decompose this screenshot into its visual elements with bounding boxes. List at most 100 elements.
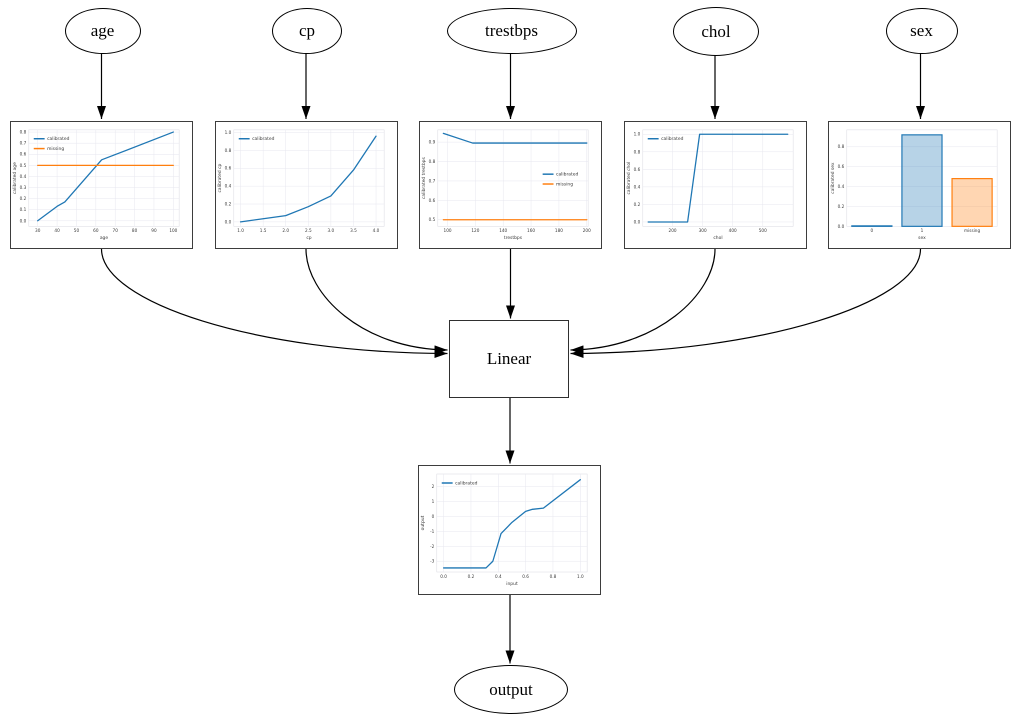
svg-text:0.0: 0.0 — [633, 219, 640, 224]
node-sex: sex — [885, 8, 958, 54]
svg-text:140: 140 — [499, 228, 507, 233]
node-output: output — [454, 665, 568, 714]
svg-text:1.5: 1.5 — [259, 228, 266, 233]
age-series-calibrated — [37, 131, 174, 222]
node-age: age — [64, 8, 141, 54]
node-trestbps-label: trestbps — [485, 21, 538, 40]
edge-age-linear — [100, 248, 448, 358]
svg-text:1: 1 — [432, 499, 435, 504]
svg-text:30: 30 — [35, 228, 41, 233]
trestbps-series-calibrated — [442, 132, 588, 144]
svg-text:0.2: 0.2 — [633, 202, 640, 207]
svg-text:age: age — [100, 236, 109, 241]
svg-text:100: 100 — [169, 228, 177, 233]
svg-text:90: 90 — [151, 228, 157, 233]
svg-text:missing: missing — [47, 146, 64, 152]
node-sex-label: sex — [910, 21, 933, 40]
cp-series-calibrated — [239, 135, 377, 223]
svg-text:0.0: 0.0 — [224, 219, 231, 224]
svg-text:0.6: 0.6 — [633, 167, 640, 172]
svg-text:-1: -1 — [430, 529, 434, 534]
svg-text:calibrated trestbps: calibrated trestbps — [421, 157, 427, 199]
svg-text:calibrated: calibrated — [47, 136, 70, 142]
edge-chol-linear — [570, 248, 716, 355]
svg-text:2.5: 2.5 — [304, 228, 311, 233]
svg-text:calibrated: calibrated — [661, 136, 684, 142]
svg-text:300: 300 — [698, 228, 706, 233]
svg-text:200: 200 — [583, 228, 591, 233]
svg-text:120: 120 — [471, 228, 479, 233]
edge-sex-linear — [570, 248, 922, 358]
svg-text:0.6: 0.6 — [224, 166, 231, 171]
svg-text:2.0: 2.0 — [282, 228, 289, 233]
svg-text:500: 500 — [758, 228, 766, 233]
svg-text:50: 50 — [74, 228, 80, 233]
svg-text:0.3: 0.3 — [20, 185, 27, 190]
svg-text:180: 180 — [555, 228, 563, 233]
svg-text:0.4: 0.4 — [495, 574, 502, 579]
svg-text:0.6: 0.6 — [429, 198, 436, 203]
svg-text:70: 70 — [113, 228, 119, 233]
svg-text:0.2: 0.2 — [838, 204, 845, 209]
svg-text:calibrated chol: calibrated chol — [625, 162, 631, 195]
svg-text:0: 0 — [871, 228, 874, 233]
svg-text:calibrated: calibrated — [455, 480, 477, 486]
node-chol-label: chol — [701, 21, 731, 41]
svg-text:chol: chol — [713, 235, 722, 241]
svg-text:calibrated cp: calibrated cp — [216, 163, 222, 192]
svg-text:missing: missing — [964, 228, 980, 233]
svg-text:calibrated: calibrated — [556, 172, 579, 178]
node-trestbps: trestbps — [446, 8, 577, 54]
svg-text:0.4: 0.4 — [224, 184, 231, 189]
svg-text:sex: sex — [918, 236, 926, 241]
node-age-label: age — [90, 21, 115, 40]
svg-text:0.8: 0.8 — [20, 130, 27, 135]
svg-text:1.0: 1.0 — [633, 132, 640, 137]
svg-text:0.5: 0.5 — [20, 163, 27, 168]
svg-text:1: 1 — [921, 228, 924, 233]
sex-bar-1 — [901, 134, 943, 227]
svg-text:calibrated age: calibrated age — [12, 162, 18, 194]
svg-text:0.4: 0.4 — [20, 174, 27, 179]
svg-text:40: 40 — [54, 228, 60, 233]
svg-text:0.4: 0.4 — [838, 184, 845, 189]
svg-text:0.0: 0.0 — [440, 574, 447, 579]
svg-text:0.2: 0.2 — [20, 196, 27, 201]
svg-text:0.7: 0.7 — [429, 178, 436, 183]
chol-series-calibrated — [647, 133, 788, 223]
svg-text:160: 160 — [527, 228, 535, 233]
svg-text:0.6: 0.6 — [838, 164, 845, 169]
svg-text:0.8: 0.8 — [224, 148, 231, 153]
svg-text:-2: -2 — [430, 544, 434, 549]
svg-text:0.2: 0.2 — [468, 574, 475, 579]
svg-text:0.0: 0.0 — [20, 218, 27, 223]
svg-text:cp: cp — [306, 236, 311, 241]
svg-text:0.4: 0.4 — [633, 184, 640, 189]
node-cp-label: cp — [298, 21, 316, 40]
svg-text:0.7: 0.7 — [20, 141, 27, 146]
svg-text:3.5: 3.5 — [350, 228, 357, 233]
svg-text:0.5: 0.5 — [429, 217, 436, 222]
svg-text:-3: -3 — [430, 559, 434, 564]
svg-text:60: 60 — [93, 228, 99, 233]
svg-text:0.8: 0.8 — [838, 144, 845, 149]
svg-text:trestbps: trestbps — [504, 235, 523, 241]
node-linear: Linear — [449, 320, 569, 398]
node-linear-label: Linear — [486, 349, 532, 368]
svg-text:0.2: 0.2 — [224, 201, 231, 206]
edge-cp-linear — [305, 248, 448, 355]
svg-text:input: input — [506, 581, 518, 587]
svg-text:200: 200 — [668, 228, 676, 233]
svg-text:0.8: 0.8 — [633, 149, 640, 154]
svg-text:output: output — [420, 515, 426, 530]
svg-text:0.6: 0.6 — [20, 152, 27, 157]
